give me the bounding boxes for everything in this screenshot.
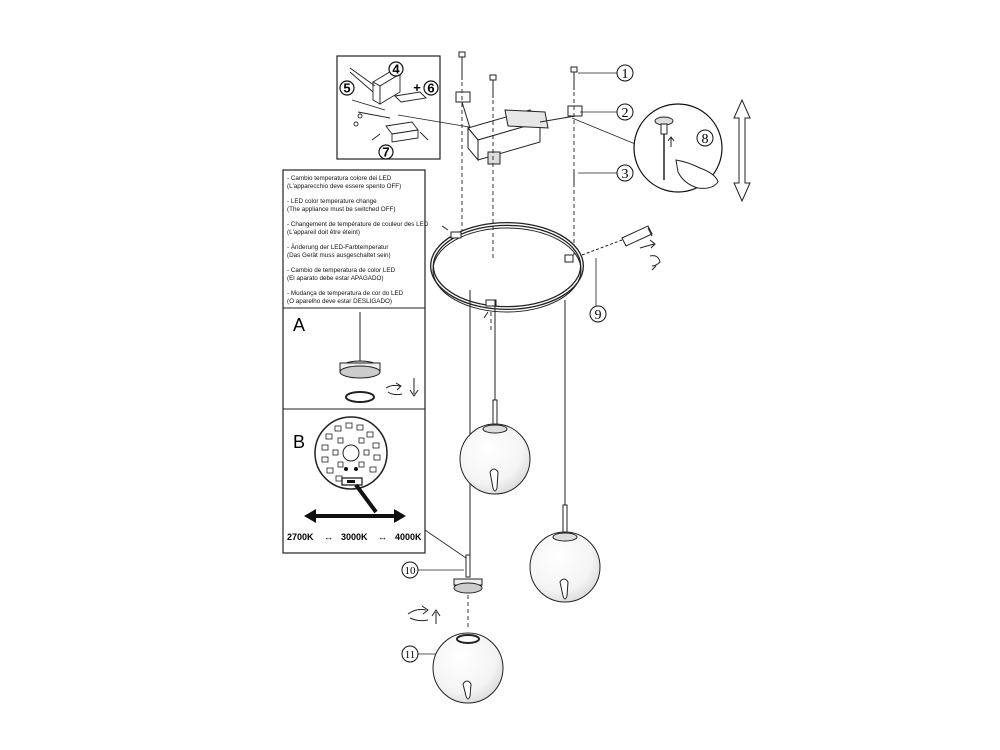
instruction-pt-line2: (O aparelho deve estar DESLIGADO) (287, 298, 392, 305)
ring-frame (430, 222, 584, 319)
callout-4-label: 4 (392, 62, 400, 77)
callout-3-label: 3 (622, 167, 629, 182)
terminal-block-drawing (349, 67, 429, 143)
callout-1-label: 1 (622, 67, 629, 82)
instruction-pt-line1: - Mudança de temperatura de cor do LED (287, 290, 404, 297)
callout-7-label: 7 (382, 145, 389, 160)
globe-upper (459, 399, 531, 495)
instruction-it-line1: - Cambio temperatura colore dei LED (287, 175, 392, 182)
instruction-es-line1: - Cambio de temperatura de color LED (287, 267, 396, 274)
detail-numbers: 4 5 + 6 7 (339, 61, 439, 160)
plus-sign: + (413, 80, 421, 95)
ceiling-bracket (455, 91, 583, 165)
callout-10-label: 10 (405, 565, 417, 577)
instruction-en-line1: - LED color temperature change (287, 198, 377, 205)
instruction-de-line1: - Änderung der LED-Farbtemperatur (287, 243, 389, 251)
temp-2700k: 2700K (287, 532, 314, 542)
callout-9-label: 9 (595, 308, 602, 323)
led-chips (321, 422, 381, 482)
cable-adjust-detail: 8 (571, 103, 723, 193)
panel-a-letter: A (293, 315, 305, 335)
screwdriver (581, 225, 661, 271)
temp-arrow-1: ↔ (324, 532, 333, 542)
callout-11-label: 11 (405, 649, 416, 661)
instruction-text: - Cambio temperatura colore dei LED (L'a… (287, 175, 429, 305)
callout-6-label: 6 (427, 81, 434, 96)
callout-2-label: 2 (622, 106, 629, 121)
instruction-es-line2: (El aparato debe estar APAGADO) (287, 275, 383, 282)
suspension-cables (469, 290, 566, 555)
alignment-lines (461, 82, 575, 630)
temp-3000k: 3000K (341, 532, 368, 542)
callout-group-top: 1 2 3 (578, 64, 634, 182)
callout-5-label: 5 (343, 81, 350, 96)
wiring-detail-box: 4 5 + 6 7 (336, 55, 476, 160)
panel-b-letter: B (293, 432, 305, 452)
callout-8-label: 8 (702, 132, 709, 147)
instruction-fr-line2: (L'appareil doit être éteint) (287, 229, 360, 236)
globe-middle (529, 504, 601, 603)
temp-arrow-2: ↔ (378, 532, 387, 542)
instruction-panel: - Cambio temperatura colore dei LED (L'a… (282, 169, 429, 554)
instruction-it-line2: (L'apparecchio deve essere spento OFF) (287, 183, 401, 190)
instruction-en-line2: (The appliance must be switched OFF) (287, 206, 396, 213)
panel-a: A (293, 312, 419, 403)
instruction-fr-line1: - Changement de température de couleur d… (287, 221, 429, 228)
globe-exploded (407, 554, 504, 704)
height-adjust-arrow (733, 98, 751, 203)
instruction-de-line2: (Das Gerät muss ausgeschaltet sein) (287, 252, 391, 259)
panel-b: B 2700K ↔ 3000K (287, 416, 422, 542)
temp-4000k: 4000K (395, 532, 422, 542)
